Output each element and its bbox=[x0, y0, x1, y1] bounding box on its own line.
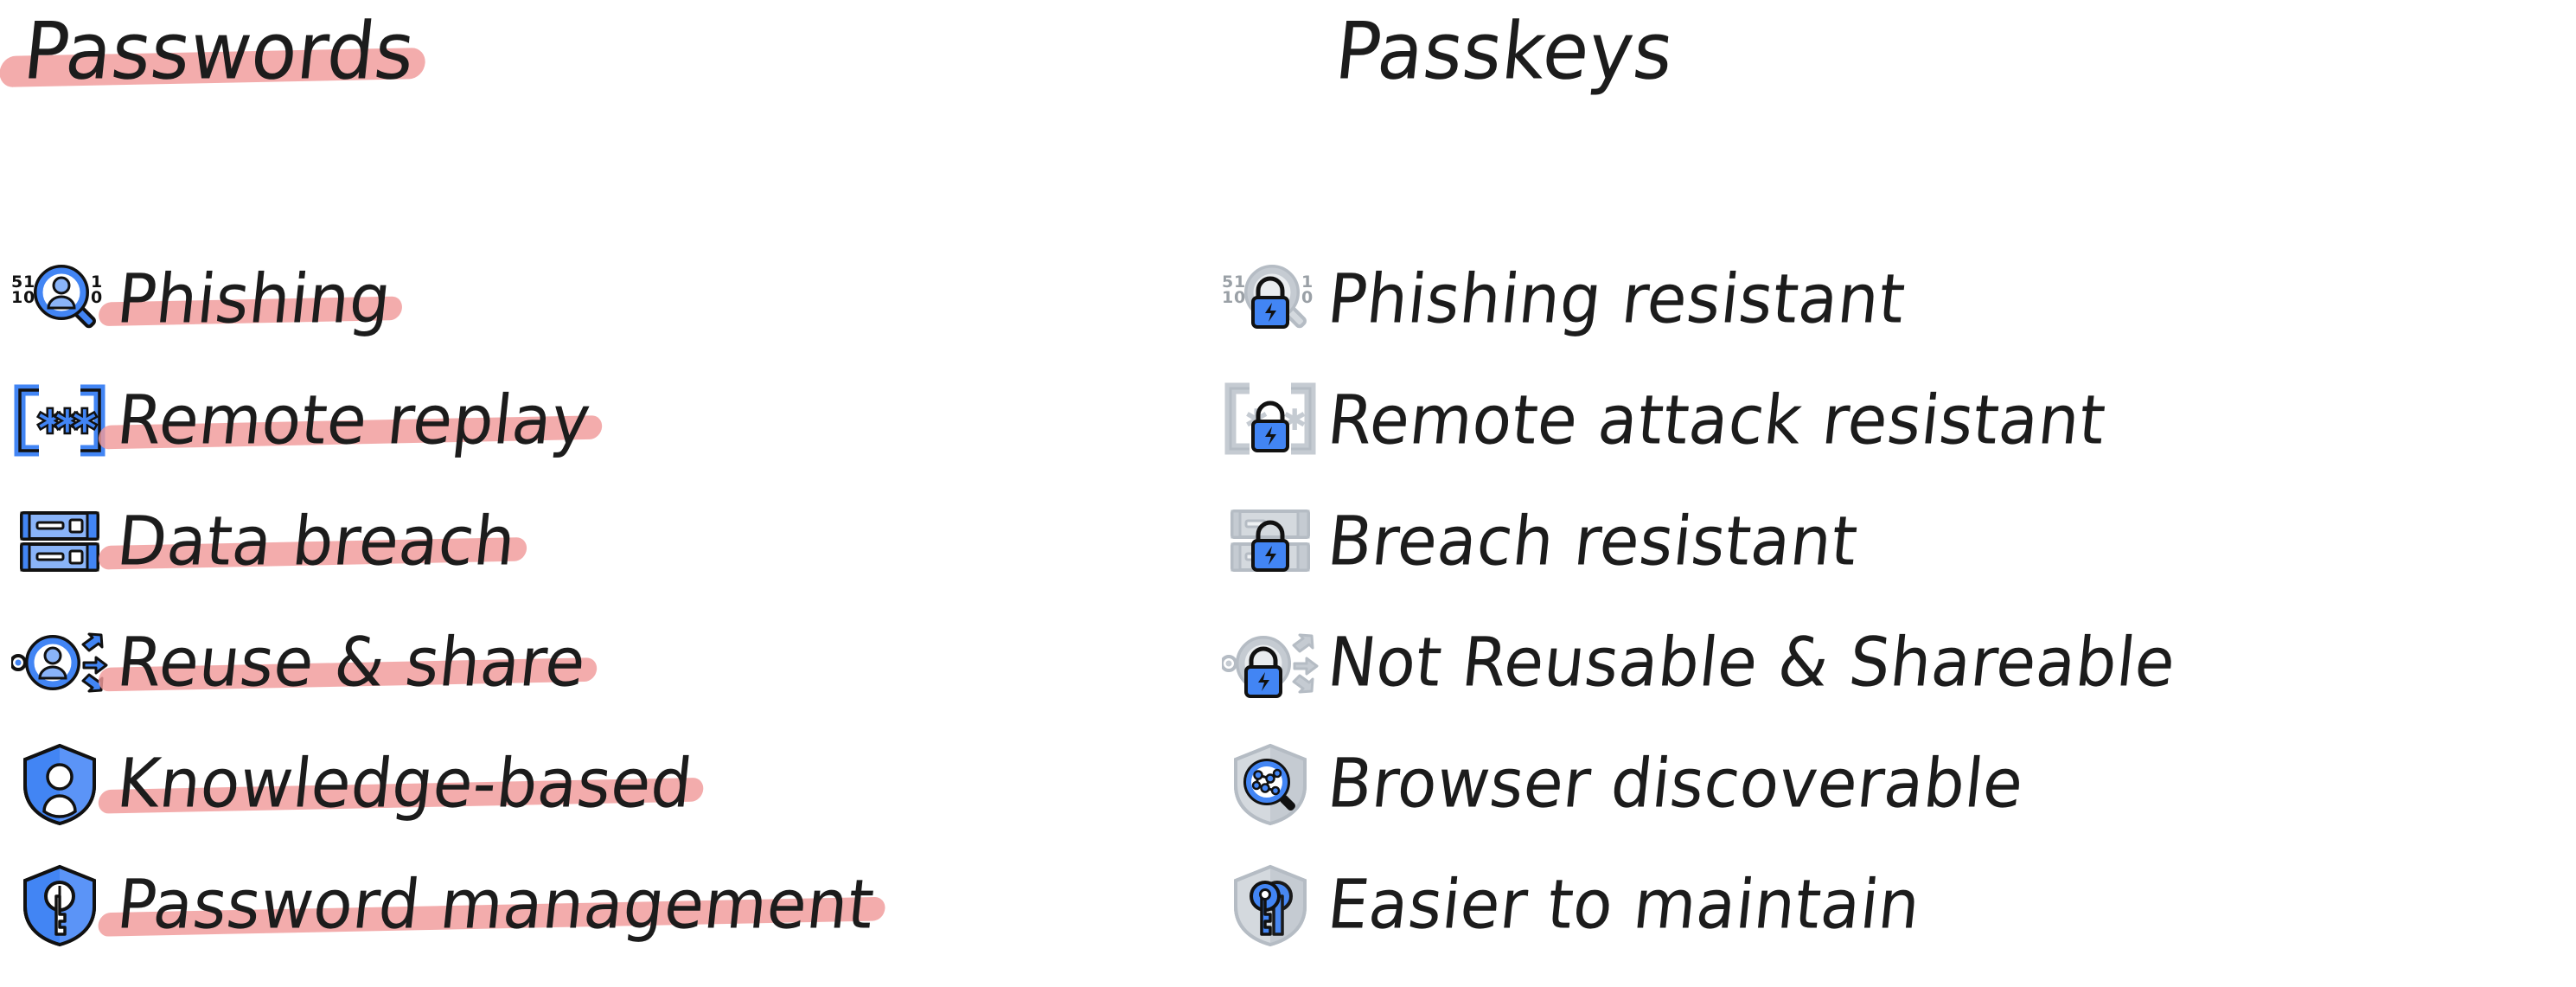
list-item: Breach resistant bbox=[1218, 481, 2576, 602]
shield-person-icon bbox=[7, 736, 112, 831]
shield-keys-icon bbox=[1218, 857, 1323, 952]
svg-text:0: 0 bbox=[23, 288, 35, 307]
list-item: Knowledge-based bbox=[7, 723, 1218, 844]
list-item: Password management bbox=[7, 844, 1218, 965]
list-item-label: Breach resistant bbox=[1324, 502, 1862, 581]
passkeys-heading-wrap: Passkeys bbox=[1331, 5, 1678, 109]
person-share-lock-icon bbox=[1218, 615, 1323, 710]
svg-text:1: 1 bbox=[91, 272, 102, 292]
list-item: Browser discoverable bbox=[1218, 723, 2576, 844]
svg-text:✱: ✱ bbox=[53, 402, 82, 442]
list-item-label: Phishing resistant bbox=[1324, 260, 1909, 339]
list-item: ✱ ✱ Remote attack resistant bbox=[1218, 360, 2576, 481]
svg-text:1: 1 bbox=[1234, 272, 1245, 292]
svg-text:1: 1 bbox=[23, 272, 35, 292]
list-item-label: Knowledge-based bbox=[97, 740, 705, 828]
svg-text:✱: ✱ bbox=[70, 402, 99, 442]
passwords-heading-wrap: Passwords bbox=[0, 5, 427, 109]
list-item: Reuse & share bbox=[7, 602, 1218, 723]
shield-key-icon bbox=[7, 857, 112, 952]
person-share-arrows-icon bbox=[7, 615, 112, 710]
svg-text:5: 5 bbox=[11, 272, 22, 292]
shield-network-magnifier-icon bbox=[1218, 736, 1323, 831]
list-item-label: Not Reusable & Shareable bbox=[1324, 623, 2180, 702]
brackets-asterisks-icon: ✱ ✱ ✱ bbox=[7, 373, 112, 468]
svg-text:1: 1 bbox=[1222, 288, 1233, 307]
list-item: Easier to maintain bbox=[1218, 844, 2576, 965]
list-item-label: Browser discoverable bbox=[1324, 744, 2028, 824]
passwords-heading: Passwords bbox=[0, 3, 427, 101]
list-item-label: Remote replay bbox=[97, 376, 603, 465]
list-item: ✱ ✱ ✱ Remote replay bbox=[7, 360, 1218, 481]
svg-text:0: 0 bbox=[1234, 288, 1245, 307]
svg-text:0: 0 bbox=[91, 288, 102, 307]
list-item: Data breach bbox=[7, 481, 1218, 602]
svg-text:0: 0 bbox=[1301, 288, 1313, 307]
list-item-label: Data breach bbox=[97, 497, 528, 586]
server-lock-icon bbox=[1218, 494, 1323, 589]
brackets-lock-icon: ✱ ✱ bbox=[1218, 373, 1323, 468]
svg-text:5: 5 bbox=[1222, 272, 1233, 292]
list-item-label: Password management bbox=[97, 861, 887, 949]
list-item-label: Remote attack resistant bbox=[1324, 381, 2110, 460]
svg-text:1: 1 bbox=[1301, 272, 1313, 292]
list-item-label: Reuse & share bbox=[97, 618, 598, 707]
list-item-label: Phishing bbox=[98, 255, 404, 343]
server-stack-icon bbox=[7, 494, 112, 589]
svg-text:✱: ✱ bbox=[35, 402, 65, 442]
list-item: Not Reusable & Shareable bbox=[1218, 602, 2576, 723]
svg-text:1: 1 bbox=[11, 288, 22, 307]
list-item-label: Easier to maintain bbox=[1324, 865, 1925, 945]
passkeys-heading: Passkeys bbox=[1331, 6, 1678, 99]
